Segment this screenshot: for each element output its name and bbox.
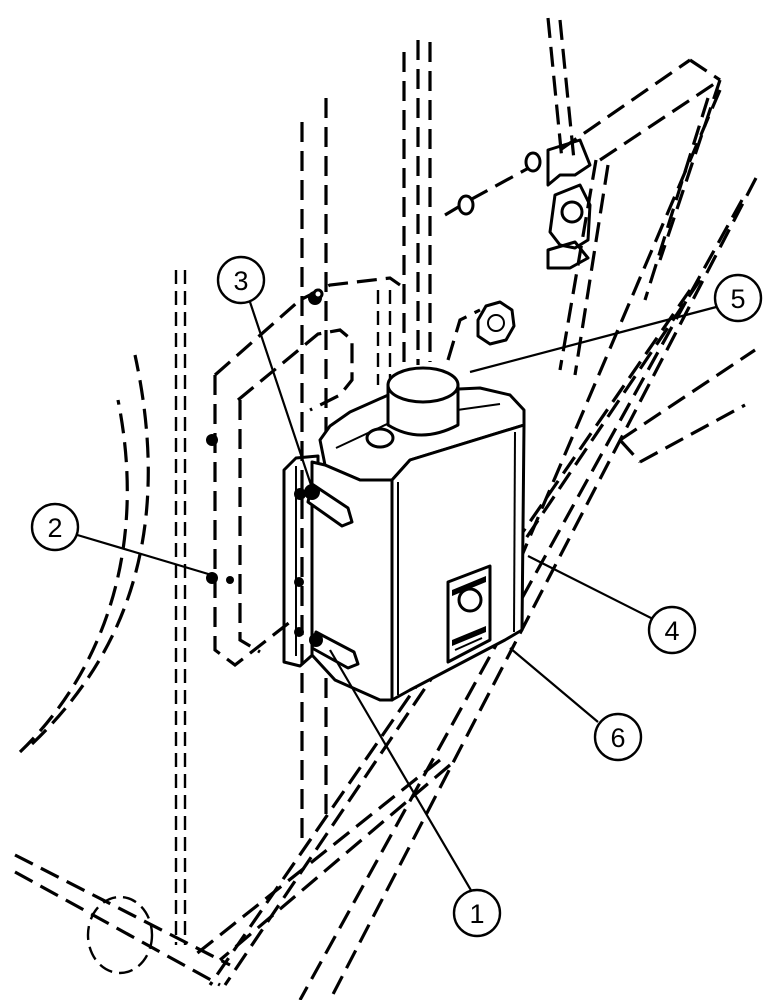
callout-6: 6 [593,712,643,762]
callout-1-label: 1 [469,899,484,929]
callout-2: 2 [30,502,80,552]
right-mounting-clip [546,138,592,270]
bracket-fasteners [206,288,324,584]
callout-1: 1 [452,888,502,938]
callout-5-label: 5 [730,284,745,314]
mounting-bolt-lower [309,630,360,670]
callout-5: 5 [713,273,763,323]
upper-hose-clips [457,151,542,216]
callout-2-label: 2 [47,513,62,543]
phantom-structure [14,17,758,1000]
callout-3-label: 3 [233,266,248,296]
callout-6-label: 6 [610,723,625,753]
leader-lines [73,295,721,893]
callout-4-label: 4 [664,616,679,646]
mounting-bolt-upper [304,482,354,528]
callout-4: 4 [647,605,697,655]
callout-3: 3 [216,255,266,305]
filler-knob [476,300,516,346]
